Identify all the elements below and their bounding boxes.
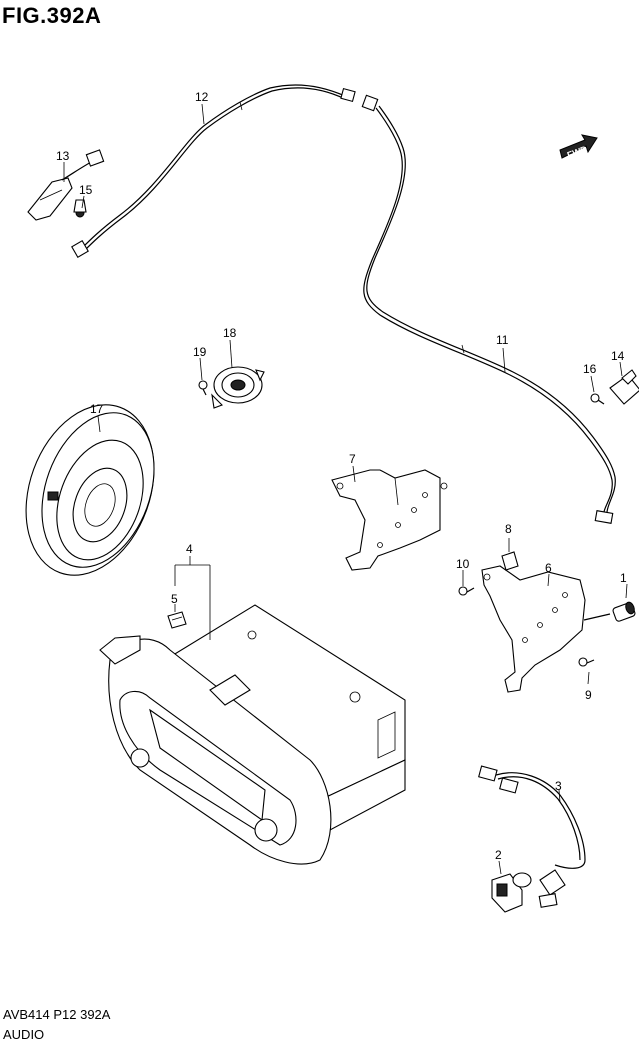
callout-3: 3 bbox=[555, 779, 562, 793]
callout-10: 10 bbox=[456, 557, 470, 571]
callout-7: 7 bbox=[349, 452, 356, 466]
collar-1 bbox=[612, 601, 636, 622]
leader-lines bbox=[63, 103, 628, 875]
usb-socket bbox=[491, 872, 532, 913]
forward-direction-marker: FWD bbox=[559, 134, 598, 160]
callout-1: 1 bbox=[620, 571, 627, 585]
callout-2: 2 bbox=[495, 848, 502, 862]
callout-4: 4 bbox=[186, 542, 193, 556]
section-name: AUDIO bbox=[3, 1027, 45, 1042]
callout-19: 19 bbox=[193, 345, 207, 359]
screw-16 bbox=[590, 393, 605, 405]
screw-19 bbox=[198, 380, 208, 396]
screw-10 bbox=[458, 586, 475, 596]
callout-labels: 1 2 3 4 5 6 7 8 9 10 11 12 13 14 15 16 1… bbox=[56, 90, 627, 862]
bracket-7 bbox=[331, 469, 448, 571]
callout-5: 5 bbox=[171, 592, 178, 606]
figure-title: FIG.392A bbox=[2, 3, 102, 28]
figure-code: AVB414 P12 392A bbox=[3, 1007, 111, 1022]
antenna-extension-cable bbox=[361, 94, 616, 524]
callout-18: 18 bbox=[223, 326, 237, 340]
door-speaker bbox=[25, 404, 155, 576]
callout-17: 17 bbox=[90, 402, 104, 416]
head-unit bbox=[99, 604, 406, 865]
callout-13: 13 bbox=[56, 149, 70, 163]
callout-6: 6 bbox=[545, 561, 552, 575]
tweeter bbox=[211, 366, 265, 409]
callout-8: 8 bbox=[505, 522, 512, 536]
antenna-cable bbox=[71, 84, 356, 258]
callout-11: 11 bbox=[496, 333, 509, 347]
callout-15: 15 bbox=[79, 183, 93, 197]
bracket-6 bbox=[481, 565, 611, 693]
usb-harness bbox=[478, 765, 586, 908]
antenna-amplifier bbox=[609, 369, 639, 405]
callout-12: 12 bbox=[195, 90, 209, 104]
antenna-feeder bbox=[27, 149, 105, 221]
clip-5 bbox=[167, 611, 187, 629]
callout-9: 9 bbox=[585, 688, 592, 702]
nut-8 bbox=[501, 551, 519, 571]
callout-14: 14 bbox=[611, 349, 625, 363]
callout-16: 16 bbox=[583, 362, 597, 376]
screw-9 bbox=[578, 657, 595, 667]
